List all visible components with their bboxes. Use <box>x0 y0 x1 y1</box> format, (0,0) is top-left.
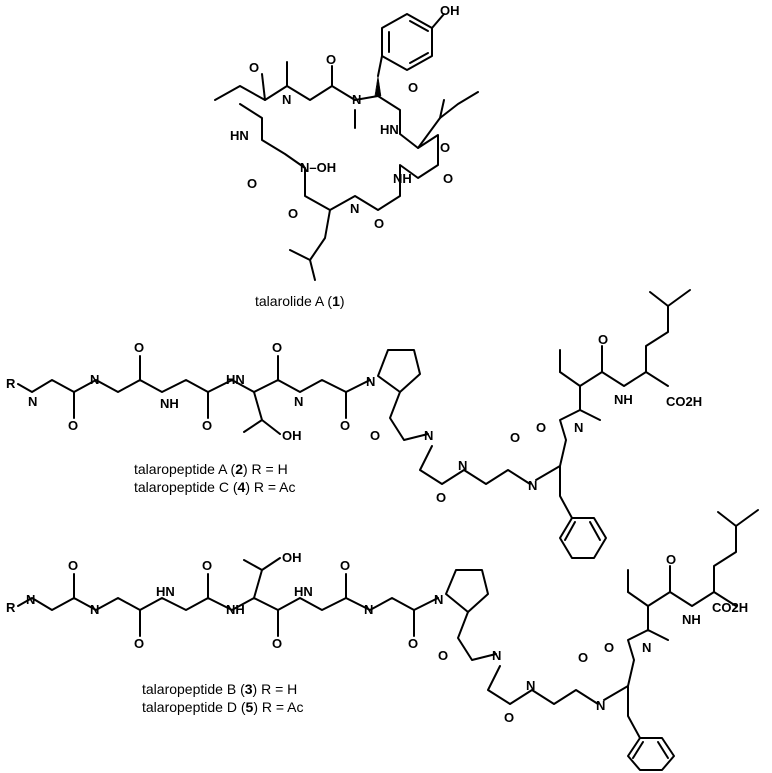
carbonyl-o-label: O <box>202 418 212 433</box>
n-methyl-label: N <box>90 602 99 617</box>
carbonyl-o-label: O <box>504 710 514 725</box>
talarolide-a-caption: talarolide A (1) <box>255 293 345 309</box>
hydroxyl-oh-label: OH <box>282 550 302 565</box>
talaropeptide-c-caption: talaropeptide C (4) R = Ac <box>134 479 296 495</box>
carbonyl-o-label: O <box>438 648 448 663</box>
n-methyl-label: N <box>424 428 433 443</box>
carbonyl-o-label: O <box>340 558 350 573</box>
n-methyl-label: N <box>528 478 537 493</box>
n-methyl-label: N <box>364 602 373 617</box>
talaropeptide-a-caption: talaropeptide A (2) R = H <box>134 461 288 477</box>
n-methyl-label: N <box>526 678 535 693</box>
talaropeptide-d-caption: talaropeptide D (5) R = Ac <box>142 699 304 715</box>
carbonyl-o-label: O <box>68 558 78 573</box>
talarolide-a-structure: OH O N O N O HN O NH O N HN O N–OH O O <box>214 3 479 281</box>
n-methyl-label: N <box>492 648 501 663</box>
carboxylic-acid-label: CO2H <box>712 600 748 615</box>
amide-nh-label: HN <box>226 372 245 387</box>
r-group-label: R <box>6 600 16 615</box>
carbonyl-o-label: O <box>202 558 212 573</box>
carbonyl-o-label: O <box>374 216 384 231</box>
carboxylic-acid-label: CO2H <box>666 394 702 409</box>
carbonyl-o-label: O <box>510 430 520 445</box>
n-methyl-label: N <box>352 92 361 107</box>
carbonyl-o-label: O <box>436 490 446 505</box>
amide-nh-label: NH <box>226 602 245 617</box>
amide-nh-label: HN <box>294 584 313 599</box>
amide-nh-label: NH <box>614 392 633 407</box>
carbonyl-o-label: O <box>68 418 78 433</box>
talaropeptide-b-caption: talaropeptide B (3) R = H <box>142 681 297 697</box>
amide-nh-label: NH <box>160 396 179 411</box>
n-methyl-label: N <box>350 201 359 216</box>
carbonyl-o-label: O <box>440 140 450 155</box>
amide-nh-label: HN <box>156 584 175 599</box>
n-methyl-label: N <box>458 458 467 473</box>
r-group-label: R <box>6 376 16 391</box>
carbonyl-o-label: O <box>326 52 336 67</box>
carbonyl-o-label: O <box>370 428 380 443</box>
carbonyl-o-label: O <box>247 176 257 191</box>
proline-n-label: N <box>366 374 375 389</box>
amide-nh-label: HN <box>230 128 249 143</box>
carbonyl-o-label: O <box>288 206 298 221</box>
amide-nh-label: HN <box>380 122 399 137</box>
carbonyl-o-label: O <box>272 636 282 651</box>
phenol-oh-label: OH <box>440 3 460 18</box>
carbonyl-o-label: O <box>249 60 259 75</box>
carbonyl-o-label: O <box>340 418 350 433</box>
carbonyl-o-label: O <box>604 640 614 655</box>
n-methyl-label: N <box>28 394 37 409</box>
hydroxyl-oh-label: OH <box>282 428 302 443</box>
carbonyl-o-label: O <box>408 80 418 95</box>
talaropeptide-a-c-structure: R N O N O NH O HN O N O N O N O N O N O … <box>6 289 702 559</box>
carbonyl-o-label: O <box>408 636 418 651</box>
n-methyl-label: N <box>294 394 303 409</box>
carbonyl-o-label: O <box>272 340 282 355</box>
hydroxamate-n-oh-label: N–OH <box>300 160 336 175</box>
carbonyl-o-label: O <box>134 636 144 651</box>
carbonyl-o-label: O <box>134 340 144 355</box>
n-methyl-label: N <box>574 420 583 435</box>
n-methyl-label: N <box>596 698 605 713</box>
proline-n-label: N <box>434 592 443 607</box>
carbonyl-o-label: O <box>598 332 608 347</box>
n-methyl-label: N <box>642 640 651 655</box>
carbonyl-o-label: O <box>536 420 546 435</box>
carbonyl-o-label: O <box>666 552 676 567</box>
amide-nh-label: NH <box>682 612 701 627</box>
talaropeptide-b-d-structure: R N O N O HN O NH O HN O N O N O N O N O… <box>6 509 759 771</box>
carbonyl-o-label: O <box>578 650 588 665</box>
amide-nh-label: NH <box>393 171 412 186</box>
carbonyl-o-label: O <box>443 171 453 186</box>
n-methyl-label: N <box>90 372 99 387</box>
n-methyl-label: N <box>282 92 291 107</box>
n-methyl-label: N <box>26 592 35 607</box>
